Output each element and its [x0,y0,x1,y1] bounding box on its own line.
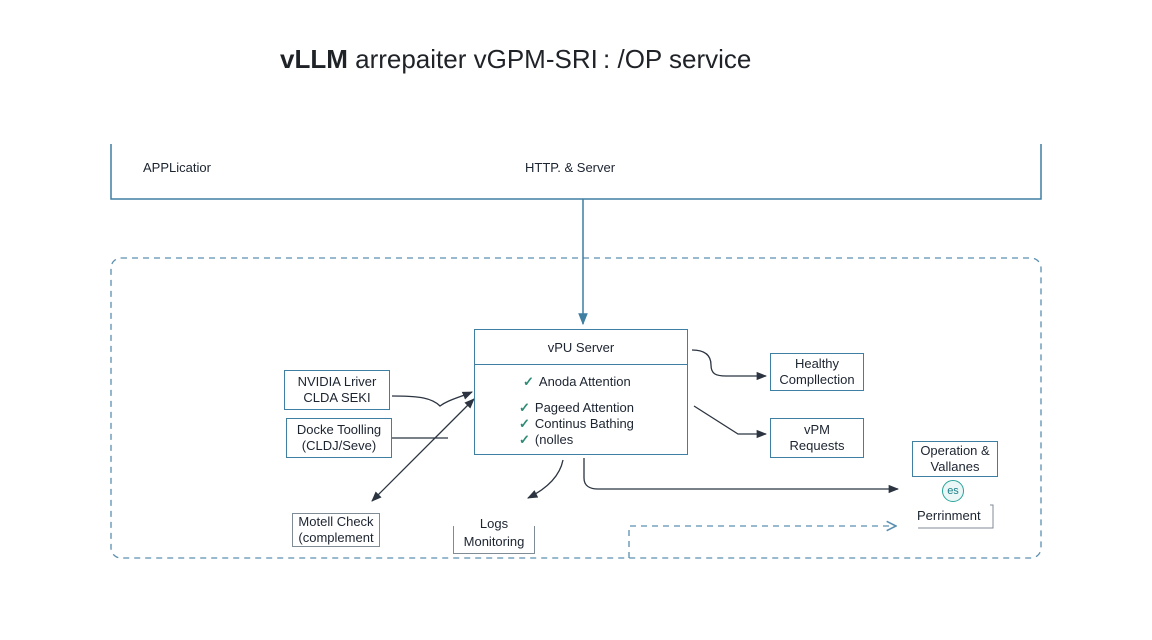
feature-item: ✓ (nolles [519,432,573,448]
model-check-line2: (complement [298,530,374,545]
check-icon: ✓ [519,432,530,447]
logs-line2: Monitoring [463,534,525,549]
feature-label: (nolles [534,432,574,447]
health-completion-box[interactable]: Healthy Compllection [770,353,864,391]
nvidia-driver-line1: NVIDIA Lriver [297,374,377,389]
vpu-server-box[interactable]: vPU Server [474,329,688,455]
feature-label: Anoda Attention [538,374,631,389]
feature-item: ✓ Anoda Attention [523,374,631,390]
persistence-label: Perrinment [917,508,981,523]
check-icon: ✓ [519,416,530,431]
persistence-badge-icon: es [942,480,964,502]
feedback-dashed-arrow [628,526,896,558]
nvidia-driver-box[interactable]: NVIDIA Lriver CLDA SEKI [284,370,390,410]
requests-line1: vPM [804,422,830,437]
runtime-container [110,257,1042,559]
application-label: APPLicatior [143,160,211,175]
operation-line1: Operation & [920,443,990,458]
health-line1: Healthy [794,356,840,371]
requests-line2: Requests [789,438,845,453]
model-check-line1: Motell Check [298,514,374,529]
health-line2: Compllection [779,372,855,387]
logs-monitoring-box[interactable]: Logs Monitoring [453,516,535,554]
docker-tooling-line1: Docke Toolling [296,422,382,437]
docker-tooling-box[interactable]: Docke Toolling (CLDJ/Seve) [286,418,392,458]
vpu-server-title: vPU Server [475,330,687,365]
diagram-title: vLLM arrepaiter vGPM-SRI : /OP service [280,44,751,75]
server-to-logs-arrow [527,459,564,499]
driver-to-server-arrow [391,391,473,407]
server-to-health-arrow [691,349,768,381]
check-icon: ✓ [519,400,530,415]
docker-tooling-line2: (CLDJ/Seve) [301,438,377,453]
check-icon: ✓ [523,374,534,389]
persistence-bracket [918,504,994,529]
http-server-label: HTTP. & Server [525,160,616,175]
server-to-operation-arrow [583,458,900,494]
nvidia-driver-line2: CLDA SEKI [303,390,371,405]
title-brand: vLLM [280,44,348,74]
vpm-requests-box[interactable]: vPM Requests [770,418,864,458]
operation-line2: Vallanes [930,459,980,474]
model-check-box[interactable]: Motell Check (complement [292,513,380,547]
server-to-requests-arrow [693,405,768,439]
feature-item: ✓ Continus Bathing [519,416,634,432]
server-model-check-arrow [371,398,475,502]
feature-item: ✓ Pageed Attention [519,400,634,416]
operation-values-box[interactable]: Operation & Vallanes [912,441,998,477]
title-rest: arrepaiter vGPM-SRI : /OP service [347,44,752,74]
logs-line1: Logs [479,516,509,531]
application-layer-frame [110,144,1042,200]
feature-label: Continus Bathing [534,416,634,431]
feature-label: Pageed Attention [534,400,634,415]
